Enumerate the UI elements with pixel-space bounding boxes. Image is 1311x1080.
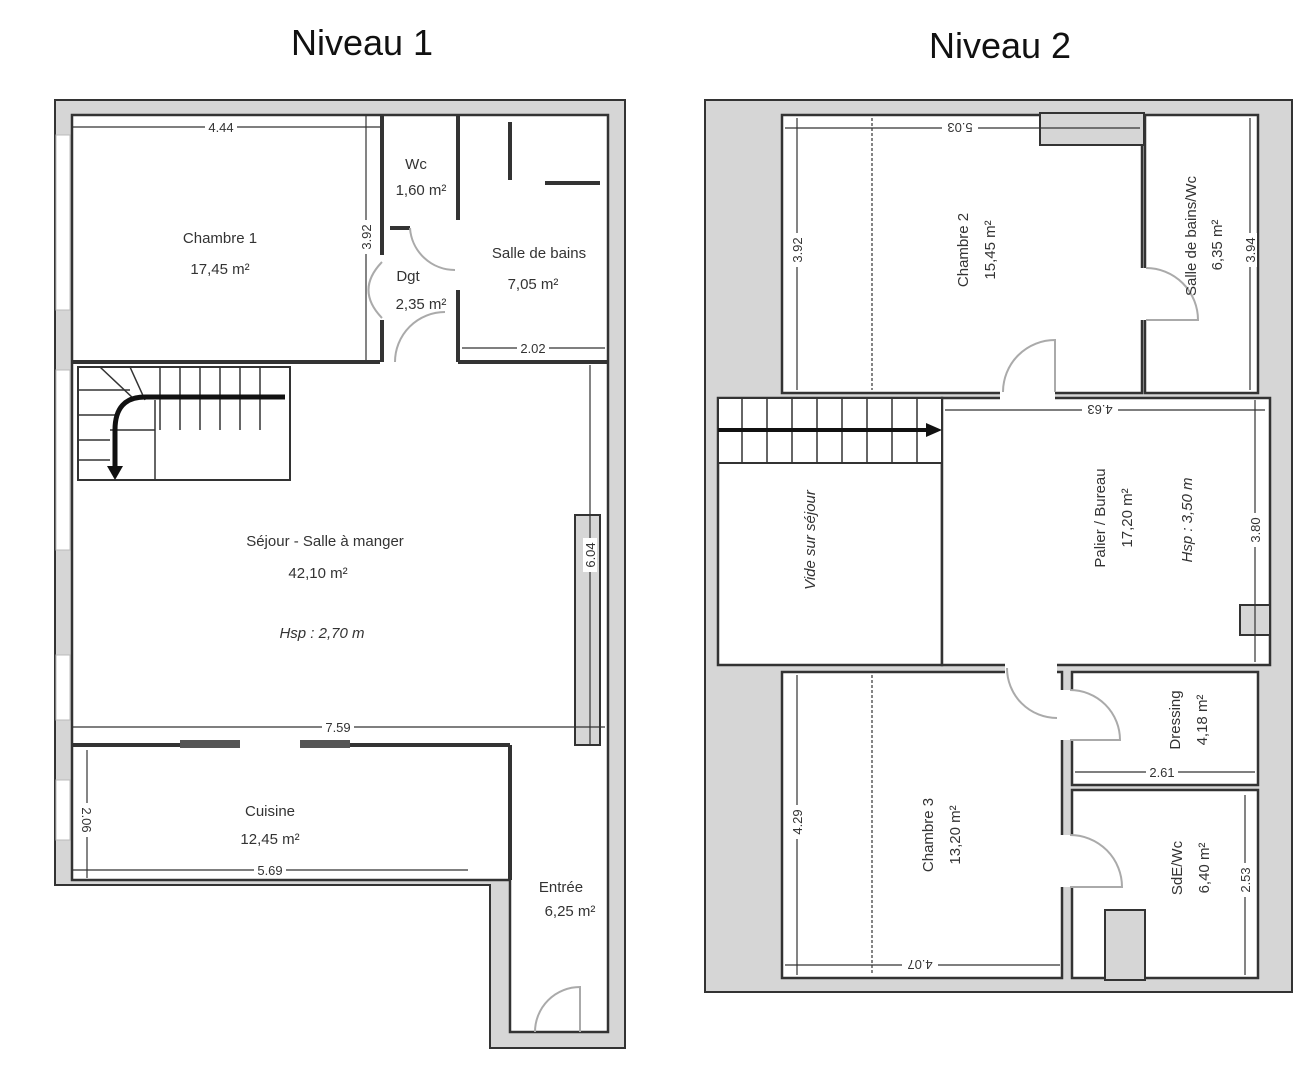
svg-text:4,18 m²: 4,18 m² xyxy=(1194,695,1211,746)
level-2-plan: 5.03 3.92 3.94 4.63 3.80 2.61 4.29 2.53 … xyxy=(704,99,1293,993)
room-salle-de-bains-wc: Salle de bains/Wc xyxy=(1183,175,1200,296)
svg-text:Hsp : 3,50 m: Hsp : 3,50 m xyxy=(1179,477,1196,562)
svg-text:4.07: 4.07 xyxy=(907,957,932,972)
svg-text:4.29: 4.29 xyxy=(790,809,805,834)
svg-text:3.92: 3.92 xyxy=(359,224,374,249)
level-1-plan: 4.44 3.92 2.02 6.04 7.59 2.06 5.69 Chamb… xyxy=(54,99,626,1049)
svg-text:42,10 m²: 42,10 m² xyxy=(288,565,347,582)
level-1-room-labels: Chambre 1 17,45 m² Wc 1,60 m² Dgt 2,35 m… xyxy=(183,156,596,920)
level-2-dimensions: 5.03 3.92 3.94 4.63 3.80 2.61 4.29 2.53 … xyxy=(790,120,1263,972)
room-sejour: Séjour - Salle à manger xyxy=(246,533,404,550)
room-chambre-2: Chambre 2 xyxy=(955,213,972,287)
level-2-title: Niveau 2 xyxy=(929,25,1071,66)
svg-text:2.53: 2.53 xyxy=(1238,867,1253,892)
svg-text:Hsp : 2,70 m: Hsp : 2,70 m xyxy=(279,625,364,642)
room-chambre-3: Chambre 3 xyxy=(920,798,937,872)
svg-text:5.69: 5.69 xyxy=(257,863,282,878)
staircase-level-2 xyxy=(717,397,943,464)
room-sde-wc: SdE/Wc xyxy=(1169,840,1186,895)
svg-text:5.03: 5.03 xyxy=(947,120,972,135)
svg-text:3.94: 3.94 xyxy=(1243,237,1258,262)
room-dressing: Dressing xyxy=(1167,690,1184,749)
room-chambre-1: Chambre 1 xyxy=(183,230,257,247)
svg-text:4.44: 4.44 xyxy=(208,120,233,135)
svg-text:2.61: 2.61 xyxy=(1149,765,1174,780)
svg-text:7,05 m²: 7,05 m² xyxy=(508,276,559,293)
svg-text:6,40 m²: 6,40 m² xyxy=(1196,843,1213,894)
room-wc: Wc xyxy=(405,156,427,173)
svg-text:7.59: 7.59 xyxy=(325,720,350,735)
svg-text:2.02: 2.02 xyxy=(520,341,545,356)
room-salle-de-bains: Salle de bains xyxy=(492,245,586,262)
room-entree: Entrée xyxy=(539,879,583,896)
room-cuisine: Cuisine xyxy=(245,803,295,820)
level-2-room-labels: Chambre 2 15,45 m² Salle de bains/Wc 6,3… xyxy=(802,175,1226,895)
svg-text:3.92: 3.92 xyxy=(790,237,805,262)
svg-text:2.06: 2.06 xyxy=(79,807,94,832)
svg-text:13,20 m²: 13,20 m² xyxy=(947,805,964,864)
level-1-dimensions: 4.44 3.92 2.02 6.04 7.59 2.06 5.69 xyxy=(79,120,598,878)
staircase-level-1 xyxy=(77,366,291,481)
svg-text:3.80: 3.80 xyxy=(1248,517,1263,542)
svg-text:2,35 m²: 2,35 m² xyxy=(396,296,447,313)
vide-sur-sejour: Vide sur séjour xyxy=(802,489,819,590)
svg-text:6,35 m²: 6,35 m² xyxy=(1209,220,1226,271)
level-1-title: Niveau 1 xyxy=(291,22,433,63)
svg-text:6,25 m²: 6,25 m² xyxy=(545,903,596,920)
svg-text:1,60 m²: 1,60 m² xyxy=(396,182,447,199)
room-dgt: Dgt xyxy=(396,268,420,285)
svg-text:17,45 m²: 17,45 m² xyxy=(190,261,249,278)
svg-text:12,45 m²: 12,45 m² xyxy=(240,831,299,848)
svg-text:15,45 m²: 15,45 m² xyxy=(982,220,999,279)
svg-text:6.04: 6.04 xyxy=(583,542,598,567)
svg-text:4.63: 4.63 xyxy=(1087,402,1112,417)
svg-text:17,20 m²: 17,20 m² xyxy=(1119,488,1136,547)
room-palier-bureau: Palier / Bureau xyxy=(1092,468,1109,567)
